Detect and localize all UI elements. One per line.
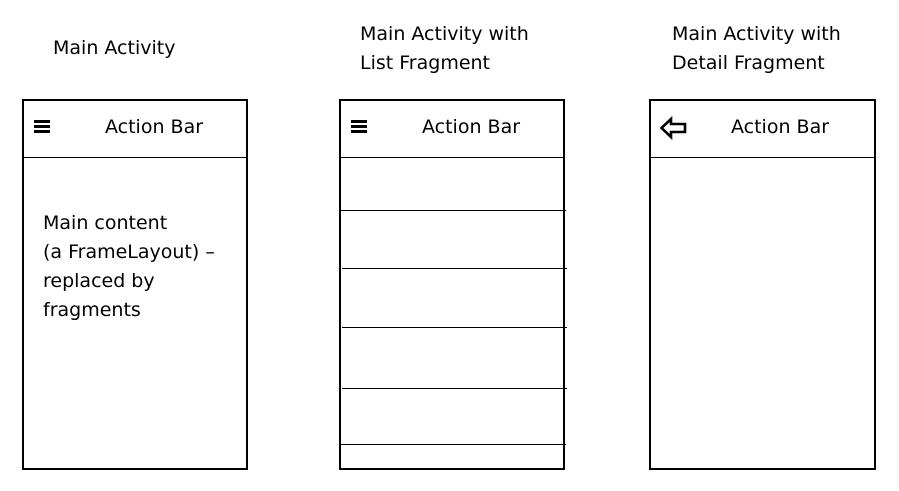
list-item-divider [341,444,566,445]
caption-line: Detail Fragment [672,52,825,74]
caption-line: Main Activity with [672,23,841,45]
hamburger-menu-icon[interactable] [34,120,50,134]
phone-detail-fragment: Action Bar [649,99,876,470]
main-content-text: (a FrameLayout) – [43,241,215,263]
action-bar: Action Bar [651,101,874,158]
phone-list-fragment: Action Bar [339,99,567,470]
screen-caption-list-fragment: Main Activity with List Fragment [360,20,529,78]
list-item-divider [342,327,567,328]
list-item-divider [342,268,567,269]
main-content-frame-layout: Main content (a FrameLayout) – replaced … [43,209,243,325]
action-bar-title: Action Bar [422,116,521,138]
screen-caption-detail-fragment: Main Activity with Detail Fragment [672,20,841,78]
caption-line: Main Activity with [360,23,529,45]
caption-line: List Fragment [360,52,491,74]
main-content-text: fragments [43,299,141,321]
main-content-text: replaced by [43,270,155,292]
hamburger-menu-icon[interactable] [351,120,367,134]
screen-caption-main-activity: Main Activity [53,34,175,63]
action-bar: Action Bar [24,101,246,158]
main-content-text: Main content [43,212,168,234]
list-item-divider [342,388,567,389]
phone-main-activity: Action Bar Main content (a FrameLayout) … [22,99,248,470]
list-item-divider [341,210,566,211]
action-bar-title: Action Bar [731,116,830,138]
back-arrow-icon[interactable] [660,116,687,140]
action-bar: Action Bar [341,101,563,158]
caption-line: Main Activity [53,37,176,59]
action-bar-title: Action Bar [105,116,204,138]
